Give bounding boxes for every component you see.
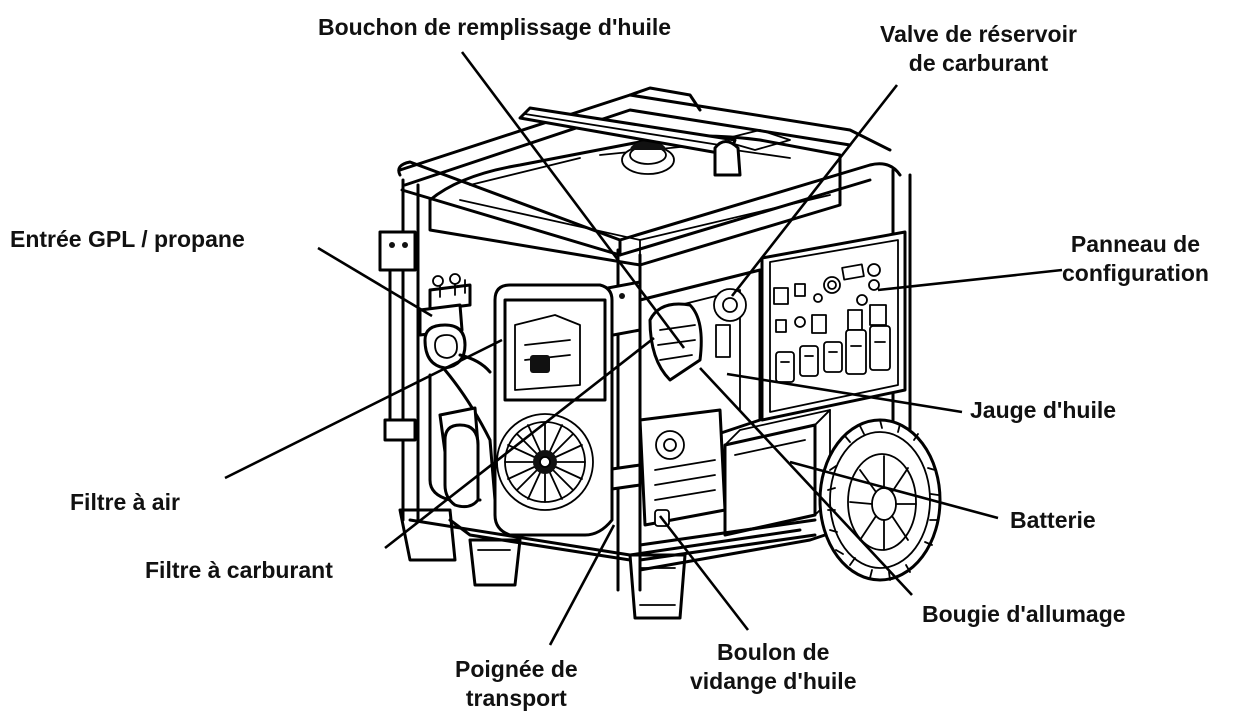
label-dipstick: Jauge d'huile xyxy=(970,396,1116,425)
leader-control-panel xyxy=(877,268,1063,292)
label-carry-handle-line1: Poignée de xyxy=(455,656,578,682)
label-battery-text: Batterie xyxy=(1010,507,1096,533)
leader-dipstick xyxy=(726,372,963,414)
leader-battery xyxy=(789,460,999,520)
label-fuel-filter: Filtre à carburant xyxy=(145,556,333,585)
leader-lines xyxy=(224,51,1063,646)
generator-icon xyxy=(378,86,942,620)
label-dipstick-text: Jauge d'huile xyxy=(970,397,1117,423)
label-lpg-inlet-text: Entrée GPL / propane xyxy=(10,226,245,252)
label-oil-drain-bolt-line1: Boulon de xyxy=(717,639,830,665)
label-control-panel-line2: configuration xyxy=(1062,260,1209,286)
label-battery: Batterie xyxy=(1010,506,1096,535)
leader-lpg-inlet xyxy=(317,246,433,318)
leader-oil-drain-bolt xyxy=(658,515,750,631)
label-air-filter: Filtre à air xyxy=(70,488,180,517)
label-carry-handle: Poignée de transport xyxy=(455,655,578,713)
label-spark-plug: Bougie d'allumage xyxy=(922,600,1126,629)
leader-fuel-filter xyxy=(384,336,655,550)
label-lpg-inlet: Entrée GPL / propane xyxy=(10,225,245,254)
label-fuel-tank-valve-line2: de carburant xyxy=(908,50,1049,76)
label-oil-fill-cap: Bouchon de remplissage d'huile xyxy=(318,13,671,42)
leader-oil-fill-cap xyxy=(460,51,686,349)
label-air-filter-text: Filtre à air xyxy=(70,489,180,515)
label-fuel-tank-valve: Valve de réservoir de carburant xyxy=(880,20,1077,78)
label-control-panel-line1: Panneau de xyxy=(1070,231,1201,257)
label-carry-handle-line2: transport xyxy=(465,685,567,711)
leader-air-filter xyxy=(224,338,503,480)
leader-fuel-tank-valve xyxy=(730,84,899,297)
leader-carry-handle xyxy=(548,524,616,646)
label-spark-plug-text: Bougie d'allumage xyxy=(922,601,1126,627)
label-oil-drain-bolt-line2: vidange d'huile xyxy=(690,668,857,694)
label-fuel-tank-valve-line1: Valve de réservoir xyxy=(880,21,1077,47)
label-oil-fill-cap-text: Bouchon de remplissage d'huile xyxy=(318,14,672,40)
label-control-panel: Panneau de configuration xyxy=(1062,230,1209,288)
label-oil-drain-bolt: Boulon de vidange d'huile xyxy=(690,638,857,696)
label-fuel-filter-text: Filtre à carburant xyxy=(145,557,333,583)
leader-spark-plug xyxy=(699,367,913,596)
